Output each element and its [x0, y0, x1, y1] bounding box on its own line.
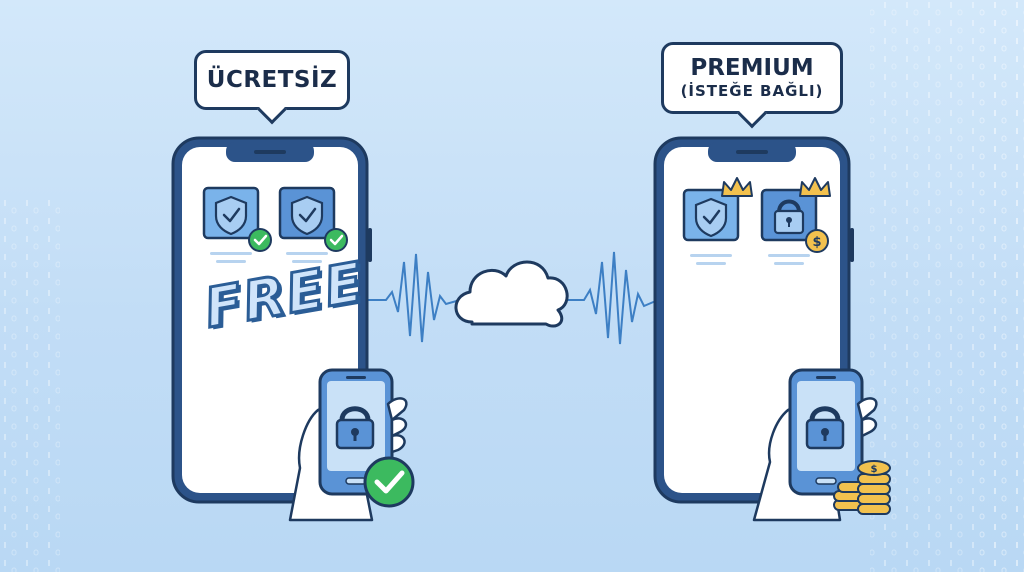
signal-wave-left	[368, 253, 461, 343]
coin-stack-icon: $	[833, 460, 891, 515]
check-circle-icon	[248, 228, 272, 252]
dollar-coin-icon	[805, 229, 829, 253]
svg-text:$: $	[871, 464, 878, 475]
premium-app-tile-1	[682, 177, 753, 265]
svg-text:$: $	[812, 235, 821, 250]
premium-app-tile-2: $	[760, 177, 831, 265]
premium-label: PREMIUM	[690, 55, 814, 81]
signal-wave-right	[566, 251, 659, 345]
crown-icon	[721, 177, 753, 197]
premium-hand-holding-phone: $	[752, 368, 891, 522]
check-circle-icon	[363, 456, 415, 508]
free-app-tile-2	[278, 186, 348, 263]
free-speech-bubble: ÜCRETSİZ	[194, 50, 350, 110]
check-circle-icon	[324, 228, 348, 252]
free-hand-holding-phone	[288, 368, 415, 522]
free-app-tile-1	[202, 186, 272, 263]
crown-icon	[799, 177, 831, 197]
shield-check-icon	[214, 195, 248, 236]
premium-optional-label: (İSTEĞE BAĞLI)	[680, 82, 824, 100]
shield-check-icon	[290, 195, 324, 236]
cloud-icon	[454, 260, 569, 328]
shield-check-icon	[694, 197, 728, 238]
premium-speech-bubble: PREMIUM (İSTEĞE BAĞLI)	[661, 42, 843, 114]
free-label: ÜCRETSİZ	[206, 67, 338, 93]
